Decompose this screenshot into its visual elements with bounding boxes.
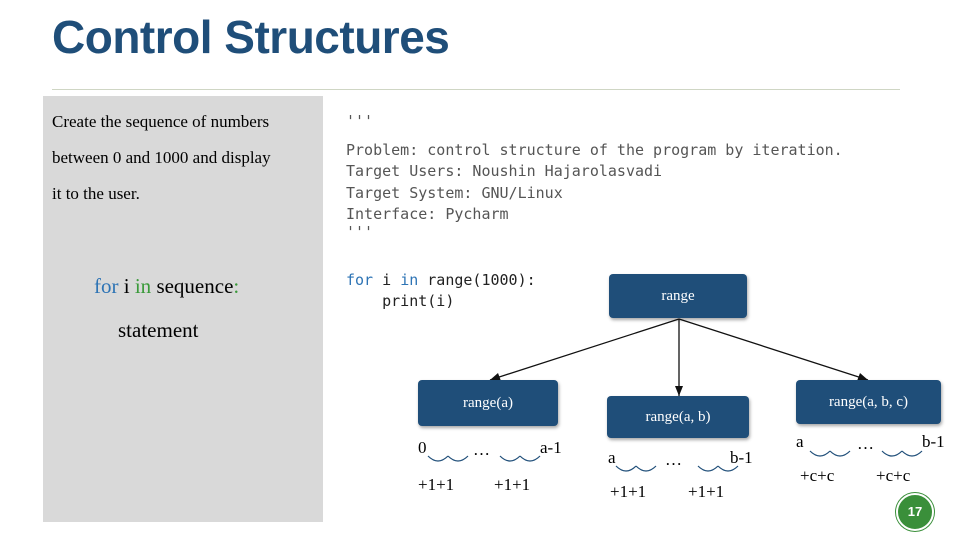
- title-divider: [52, 89, 900, 90]
- slide-title: Control Structures: [52, 11, 450, 63]
- code-comment-line-3: Target System: GNU/Linux: [346, 184, 563, 202]
- page-number-badge: 17: [896, 493, 934, 531]
- range-ab-step-1: +1+1: [610, 482, 647, 501]
- description-line-3: it to the user.: [52, 184, 140, 203]
- description-panel: [43, 96, 323, 522]
- syntax-variable: i: [118, 274, 135, 298]
- range-abc-ellipsis: …: [857, 434, 874, 453]
- syntax-statement: statement: [118, 318, 199, 342]
- range-a-start: 0: [418, 438, 427, 457]
- range-abc-end: b-1: [922, 432, 945, 451]
- code-for-keyword: for: [346, 271, 374, 289]
- syntax-in-keyword: in: [134, 274, 152, 298]
- code-in-keyword: in: [400, 271, 419, 289]
- description-line-2: between 0 and 1000 and display: [52, 148, 271, 167]
- for-syntax: for i in sequence:: [94, 274, 239, 299]
- range-abc-start: a: [796, 432, 804, 451]
- syntax-sequence: sequence: [151, 274, 234, 298]
- range-a-step-2: +1+1: [494, 475, 531, 494]
- range-ab-step-2: +1+1: [688, 482, 725, 501]
- connector-root-to-a: [489, 318, 680, 381]
- range-ab-node: range(a, b): [607, 396, 749, 438]
- range-ab-end: b-1: [730, 448, 753, 467]
- range-abc-node: range(a, b, c): [796, 380, 941, 424]
- connector-arrowheads: [490, 373, 868, 396]
- code-range-call: range(1000):: [418, 271, 536, 289]
- code-docstring-close: ''': [346, 223, 374, 241]
- description-line-1: Create the sequence of numbers: [52, 112, 270, 131]
- range-a-node: range(a): [418, 380, 558, 426]
- code-comment-line-4: Interface: Pycharm: [346, 205, 509, 223]
- range-a-end: a-1: [540, 438, 562, 457]
- code-print-line: print(i): [346, 292, 455, 310]
- step-arcs: [427, 450, 923, 472]
- code-for-variable: i: [373, 271, 401, 289]
- connector-root-to-abc: [678, 318, 869, 381]
- code-comment-line-1: Problem: control structure of the progra…: [346, 141, 843, 159]
- range-a-step-1: +1+1: [418, 475, 455, 494]
- range-root-node: range: [609, 274, 747, 318]
- range-ab-ellipsis: …: [665, 450, 682, 469]
- range-abc-step-2: +c+c: [876, 466, 911, 485]
- code-comment-line-2: Target Users: Noushin Hajarolasvadi: [346, 162, 663, 180]
- syntax-colon: :: [233, 274, 240, 298]
- syntax-for-keyword: for: [94, 274, 119, 298]
- code-docstring-open: ''': [346, 112, 374, 130]
- code-for-line: for i in range(1000):: [346, 270, 536, 291]
- range-ab-start: a: [608, 448, 616, 467]
- range-abc-step-1: +c+c: [800, 466, 835, 485]
- range-a-ellipsis: …: [473, 440, 490, 459]
